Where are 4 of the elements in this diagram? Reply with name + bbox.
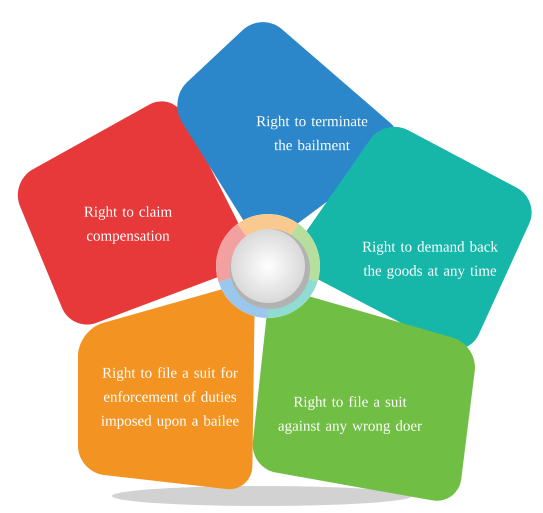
petal: Right to terminate the bailment xyxy=(177,22,398,240)
petal: Right to file a suit against any wrong doer xyxy=(252,291,475,501)
petal: Right to claim compensation xyxy=(18,101,249,324)
petal: Right to file a suit for enforcement of duties imposed upon a bailee xyxy=(78,286,255,490)
